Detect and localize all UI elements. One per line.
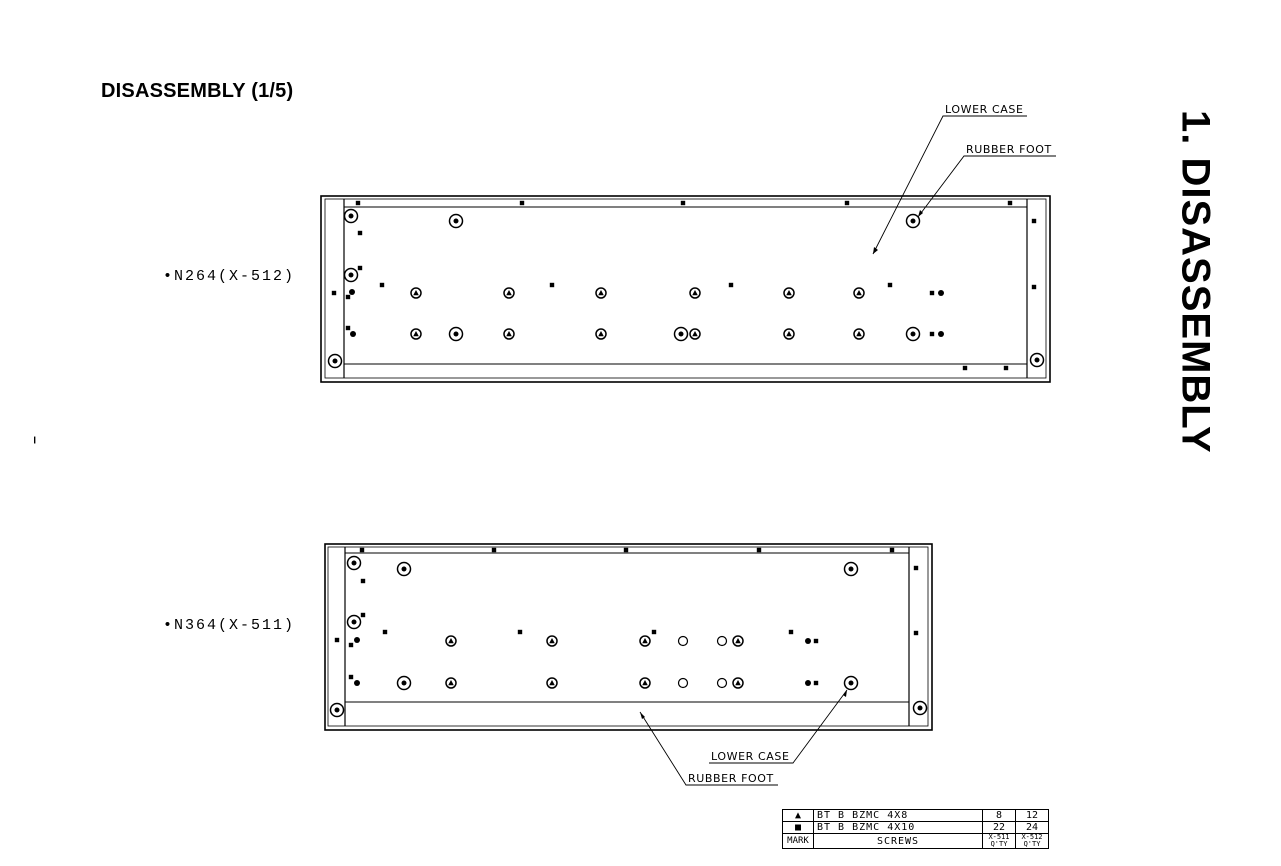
model-label-top: •N264(X-512) [163, 268, 296, 285]
bottom-callout-leaders [639, 689, 848, 786]
table-row: ■ BT B BZMC 4X10 22 24 [782, 821, 1049, 834]
lower-case-bottom [324, 543, 933, 731]
rubber-foot-callout-top: RUBBER FOOT [966, 143, 1052, 156]
screw-spec: BT B BZMC 4X8 [813, 809, 983, 822]
qty-x511: 8 [982, 809, 1016, 822]
table-footer: MARK SCREWS X-511 Q'TY X-512 Q'TY [782, 833, 1049, 849]
screw-table: ▲ BT B BZMC 4X8 8 12 ■ BT B BZMC 4X10 22… [782, 809, 1049, 849]
top-unit-screws [327, 200, 1045, 371]
screw-spec: BT B BZMC 4X10 [813, 821, 983, 834]
triangle-screw-icon: ▲ [782, 809, 814, 822]
mark-header: MARK [782, 833, 814, 849]
top-callout-leaders [872, 115, 1056, 255]
lower-case-callout-bottom: LOWER CASE [711, 750, 790, 763]
screws-header: SCREWS [813, 833, 983, 849]
bottom-unit-screws [329, 547, 928, 718]
x511-qty-header: X-511 Q'TY [982, 833, 1016, 849]
qty-x512: 24 [1015, 821, 1049, 834]
rubber-foot-callout-bottom: RUBBER FOOT [688, 772, 774, 785]
model-label-bottom: •N364(X-511) [163, 617, 296, 634]
x512-qty-header: X-512 Q'TY [1015, 833, 1049, 849]
square-screw-icon: ■ [782, 821, 814, 834]
qty-x511: 22 [982, 821, 1016, 834]
page-title: DISASSEMBLY (1/5) [101, 80, 294, 102]
qty-x512: 12 [1015, 809, 1049, 822]
lower-case-top [320, 195, 1051, 383]
table-row: ▲ BT B BZMC 4X8 8 12 [782, 809, 1049, 822]
lower-case-callout-top: LOWER CASE [945, 103, 1024, 116]
